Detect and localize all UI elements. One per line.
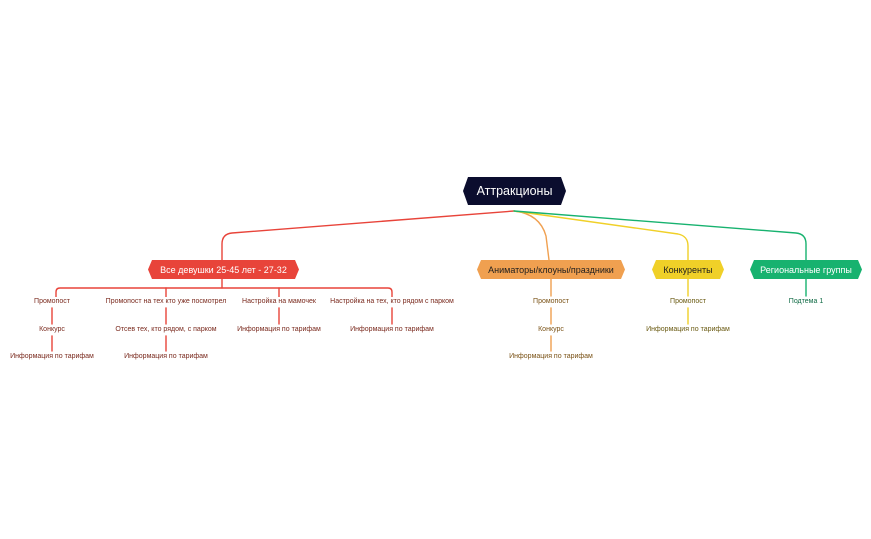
subtopic-node[interactable]: Настройка на мамочек bbox=[241, 297, 317, 307]
branch-node-animators[interactable]: Аниматоры/клоуны/праздники bbox=[477, 260, 625, 279]
connector-root-branch bbox=[513, 210, 689, 261]
branch-label: Все девушки 25-45 лет - 27-32 bbox=[160, 264, 287, 275]
branch-label: Аниматоры/клоуны/праздники bbox=[488, 264, 614, 275]
subtopic-node[interactable]: Конкурс bbox=[38, 325, 66, 335]
subtopic-node[interactable]: Информация по тарифам bbox=[123, 352, 209, 362]
branch-label: Конкуренты bbox=[663, 264, 713, 275]
subtopic-node[interactable]: Информация по тарифам bbox=[236, 325, 322, 335]
subtopic-node[interactable]: Промопост на тех кто уже посмотрел bbox=[104, 297, 228, 307]
branch-node-regional-groups[interactable]: Региональные группы bbox=[750, 260, 862, 279]
connector-root-branch bbox=[513, 210, 807, 261]
subtopic-node[interactable]: Конкурс bbox=[537, 325, 565, 335]
subtopic-node[interactable]: Информация по тарифам bbox=[645, 325, 731, 335]
subtopic-node[interactable]: Промопост bbox=[532, 297, 570, 307]
subtopic-node[interactable]: Информация по тарифам bbox=[508, 352, 594, 362]
connector-root-branch bbox=[513, 210, 550, 261]
root-node[interactable]: Аттракционы bbox=[463, 177, 566, 205]
branch-label: Региональные группы bbox=[760, 264, 852, 275]
root-label: Аттракционы bbox=[476, 184, 553, 198]
subtopic-node[interactable]: Отсев тех, кто рядом, с парком bbox=[114, 325, 218, 335]
subtopic-node[interactable]: Промопост bbox=[669, 297, 707, 307]
subtopic-node[interactable]: Информация по тарифам bbox=[9, 352, 95, 362]
subtopic-node[interactable]: Настройка на тех, кто рядом с парком bbox=[329, 297, 455, 307]
subtopic-node[interactable]: Информация по тарифам bbox=[349, 325, 435, 335]
branch-node-target-audience[interactable]: Все девушки 25-45 лет - 27-32 bbox=[148, 260, 299, 279]
subtopic-node[interactable]: Подтема 1 bbox=[787, 297, 825, 307]
branch-node-competitors[interactable]: Конкуренты bbox=[652, 260, 724, 279]
subtopic-node[interactable]: Промопост bbox=[33, 297, 71, 307]
connector-bus bbox=[55, 287, 393, 298]
connector-root-branch bbox=[221, 210, 515, 261]
